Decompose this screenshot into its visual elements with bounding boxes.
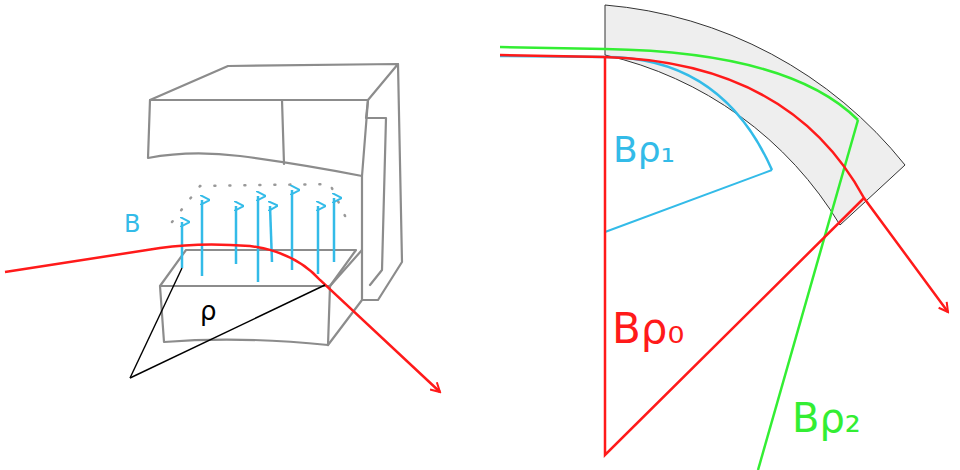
radius-line-nominal — [605, 57, 864, 455]
rigidity-label: Bρ₀ — [612, 308, 684, 350]
magnet-yoke — [148, 64, 402, 345]
trajectory-high — [500, 47, 858, 120]
rigidity-label: Bρ₁ — [613, 132, 675, 168]
rigidity-label: Bρ₂ — [792, 398, 861, 438]
radius-lines — [130, 268, 325, 378]
radius-label: ρ — [200, 298, 217, 324]
trajectory-nominal — [500, 55, 948, 312]
beam-path — [5, 244, 440, 392]
field-label: B — [124, 212, 140, 236]
radius-line-low — [605, 170, 772, 232]
trajectory-low — [500, 56, 772, 170]
field-arrows — [182, 190, 334, 282]
